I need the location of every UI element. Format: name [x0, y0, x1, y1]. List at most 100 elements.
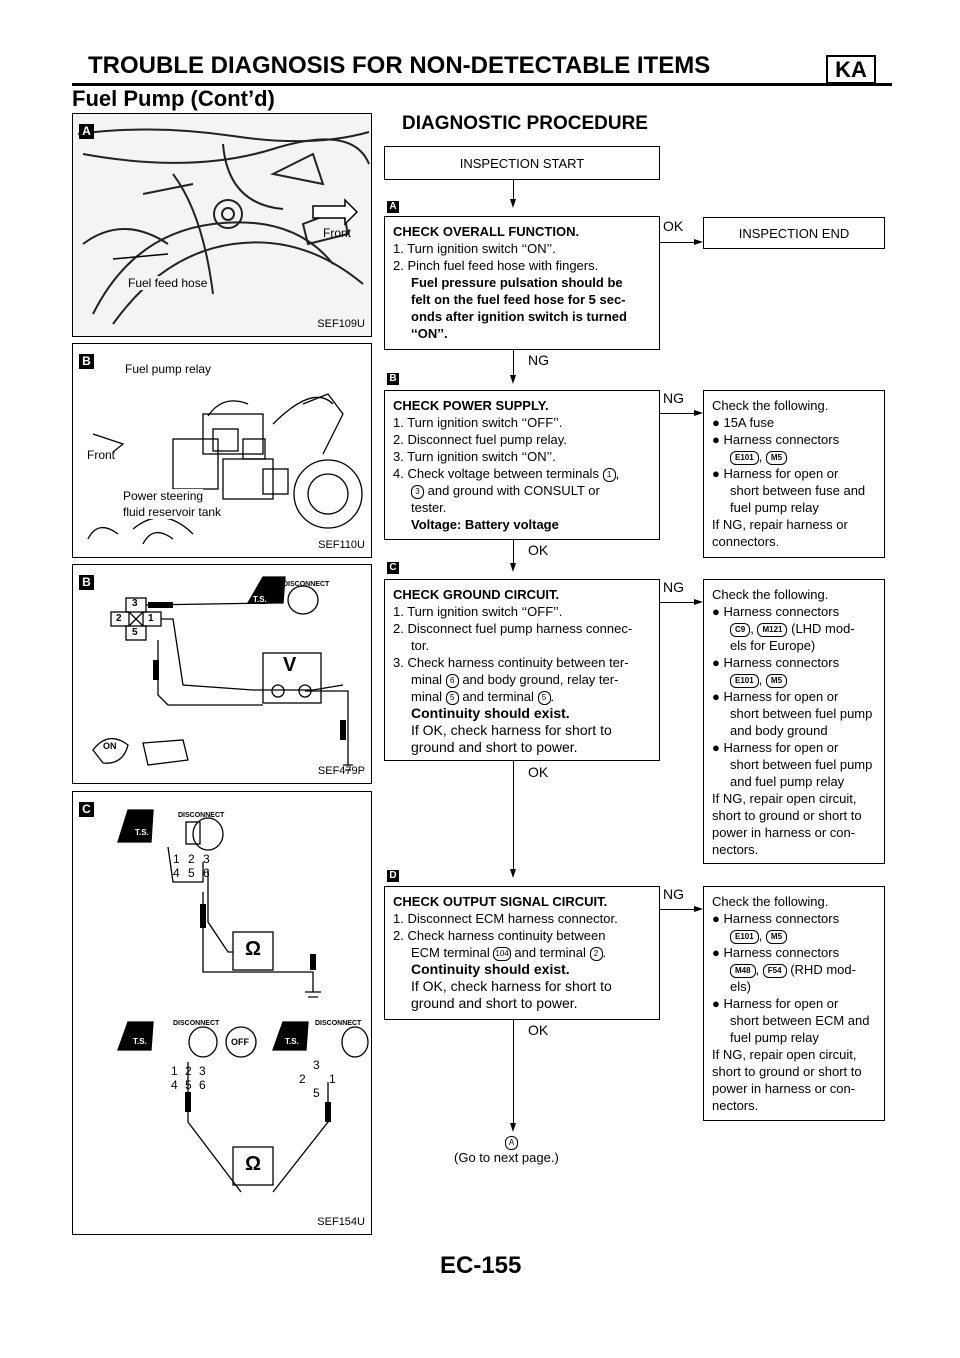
- step-a-bold-3: onds after ignition switch is turned: [411, 309, 627, 324]
- step-a-bold-1: Fuel pressure pulsation should be: [411, 275, 623, 290]
- check-item: Harness for open or: [723, 689, 839, 704]
- figure-c-diagram-drawing: [117, 809, 369, 1193]
- figure-c-conn-pin-1: 1: [173, 852, 180, 866]
- figure-a-code: SEF109U: [317, 318, 365, 330]
- check-item: els): [730, 979, 751, 994]
- flow-arrow-down: [510, 199, 516, 208]
- connector-tag: E101: [730, 929, 759, 944]
- step-d-letter: D: [387, 870, 399, 882]
- flow-arrow-right: [694, 599, 703, 605]
- flow-arrow-down: [510, 375, 516, 384]
- step-b-title: CHECK POWER SUPPLY.: [393, 398, 549, 413]
- step-b-line-1: 1. Turn ignition switch ‘‘OFF’’.: [393, 415, 563, 430]
- figure-c-conn-pin-2: 2: [188, 852, 195, 866]
- check-footer: nectors.: [712, 842, 759, 857]
- flow-arrow-right: [694, 906, 703, 912]
- step-d-after-1: If OK, check harness for short to: [411, 978, 612, 994]
- figure-c-disconnect-2: DISCONNECT: [173, 1020, 220, 1027]
- check-item: Harness for open or: [723, 740, 839, 755]
- page-header-title: TROUBLE DIAGNOSIS FOR NON-DETECTABLE ITE…: [88, 52, 711, 79]
- step-d-check-output-signal-circuit: CHECK OUTPUT SIGNAL CIRCUIT. 1. Disconne…: [384, 886, 660, 1020]
- figure-c-conn-pin-6: 6: [203, 866, 210, 880]
- check-item: Harness connectors: [723, 911, 840, 926]
- header-rule: [72, 83, 892, 86]
- check-footer: power in harness or con-: [712, 825, 856, 840]
- figure-c-disconnect-1: DISCONNECT: [178, 812, 225, 819]
- figure-a-illustration: [77, 128, 370, 325]
- step-d-line-1: 1. Disconnect ECM harness connector.: [393, 911, 618, 926]
- step-a-ok-label: OK: [663, 218, 684, 234]
- check-footer: power in harness or con-: [712, 1081, 856, 1096]
- flow-connector: [660, 413, 695, 414]
- step-b-check-list: Check the following. ● 15A fuse ● Harnes…: [703, 390, 885, 558]
- figure-c-ignition-off: OFF: [231, 1037, 249, 1047]
- check-footer: nectors.: [712, 1098, 759, 1113]
- step-c-ng-label: NG: [663, 579, 684, 595]
- step-b-line-4: 4. Check voltage between terminals: [393, 466, 599, 481]
- check-footer: short to ground or short to: [712, 1064, 862, 1079]
- flow-arrow-right: [694, 410, 703, 416]
- flow-connector: [660, 602, 695, 603]
- goto-next-page-marker: A: [505, 1134, 518, 1152]
- figure-b2-label-ts: T.S.: [253, 595, 267, 604]
- figure-c-conn-pin-5: 5: [188, 866, 195, 880]
- inspection-start-box: INSPECTION START: [384, 146, 660, 180]
- goto-next-page-text: (Go to next page.): [454, 1150, 559, 1165]
- flow-connector: [660, 242, 695, 243]
- figure-b-label-reservoir-tank: fluid reservoir tank: [123, 505, 222, 519]
- connector-tag: E101: [730, 673, 759, 688]
- step-b-bold: Voltage: Battery voltage: [411, 517, 559, 532]
- figure-b-label-fuel-pump-relay: Fuel pump relay: [125, 362, 212, 376]
- figure-a-label-front: Front: [323, 226, 352, 240]
- check-item: fuel pump relay: [730, 1030, 819, 1045]
- step-d-after-2: ground and short to power.: [411, 995, 578, 1011]
- step-d-check-list: Check the following. ● Harness connector…: [703, 886, 885, 1121]
- figure-c-conn2-pin-6: 6: [199, 1078, 206, 1092]
- step-d-line-3: ECM terminal: [411, 945, 490, 960]
- figure-b2-pin-1: 1: [148, 613, 154, 624]
- step-c-title: CHECK GROUND CIRCUIT.: [393, 587, 560, 602]
- page-subtitle: Fuel Pump (Cont’d): [72, 86, 275, 111]
- step-c-after-2: ground and short to power.: [411, 739, 578, 755]
- flow-connector: [513, 540, 514, 564]
- connector-tag: M5: [765, 673, 788, 688]
- figure-c-conn-pin-3: 3: [203, 852, 210, 866]
- step-a-line-2: 2. Pinch fuel feed hose with fingers.: [393, 258, 599, 273]
- figure-b2-label-disconnect: DISCONNECT: [283, 581, 330, 588]
- step-a-line-1: 1. Turn ignition switch ‘‘ON’’.: [393, 241, 556, 256]
- step-b-check-power-supply: CHECK POWER SUPPLY. 1. Turn ignition swi…: [384, 390, 660, 540]
- step-d-ok-label: OK: [528, 1022, 549, 1038]
- figure-c-continuity-diagram: C DISCONNECT T.S. 1 2 3 4 5 6 Ω DISCONNE…: [72, 791, 372, 1235]
- goto-letter: A: [505, 1135, 518, 1150]
- figure-b-label-front: Front: [87, 448, 116, 462]
- check-item: short between fuse and: [730, 483, 866, 498]
- flow-connector: [513, 1020, 514, 1124]
- step-c-line-8: and terminal: [462, 689, 534, 704]
- figure-c-conn2-pin-2: 2: [185, 1064, 192, 1078]
- figure-c-conn-pin-4: 4: [173, 866, 180, 880]
- connector-tag: C9: [730, 622, 751, 637]
- check-footer: short to ground or short to: [712, 808, 862, 823]
- check-item: short between ECM and: [730, 1013, 870, 1028]
- connector-tag: M48: [730, 963, 756, 978]
- step-c-letter: C: [387, 562, 399, 574]
- flow-arrow-down: [510, 869, 516, 878]
- figure-a-engine-photo: A Front Fuel feed hose SEF109U: [72, 113, 372, 337]
- step-c-after-1: If OK, check harness for short to: [411, 722, 612, 738]
- figure-b-letter: B: [79, 354, 94, 369]
- check-item: els for Europe): [730, 638, 816, 653]
- step-c-check-list: Check the following. ● Harness connector…: [703, 579, 885, 864]
- terminal-pin: 5: [445, 690, 459, 705]
- figure-c-conn2-pin-4: 4: [171, 1078, 178, 1092]
- figure-b-illustration: [87, 393, 363, 545]
- flow-connector: [513, 350, 514, 376]
- figure-b-relay-photo: B Fuel pump relay Front Power steering f…: [72, 343, 372, 558]
- flow-arrow-right: [694, 239, 703, 245]
- step-c-line-1: 1. Turn ignition switch ‘‘OFF’’.: [393, 604, 563, 619]
- check-footer: If NG, repair open circuit,: [712, 1047, 857, 1062]
- figure-c-ts-1: T.S.: [135, 828, 149, 837]
- figure-a-label-fuel-feed-hose: Fuel feed hose: [128, 276, 208, 290]
- check-item: fuel pump relay: [730, 500, 819, 515]
- step-a-title: CHECK OVERALL FUNCTION.: [393, 224, 580, 239]
- check-item: and body ground: [730, 723, 828, 738]
